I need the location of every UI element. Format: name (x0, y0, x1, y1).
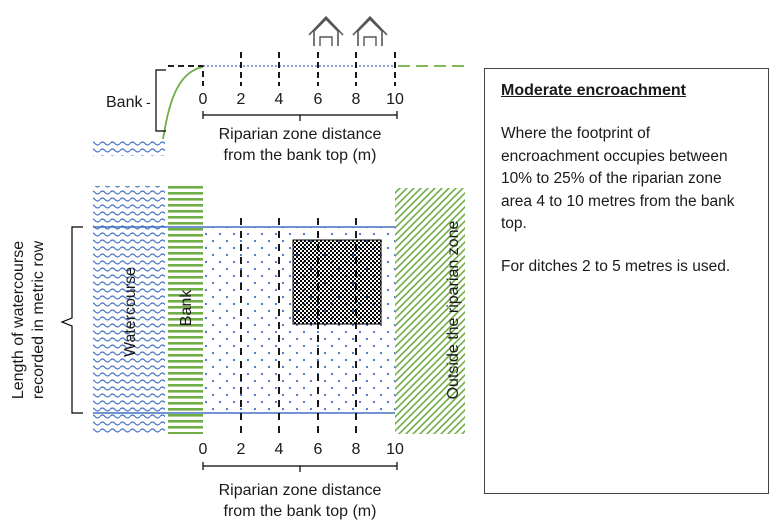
panel-paragraph-2: For ditches 2 to 5 metres is used. (501, 257, 731, 275)
riparian-diagram: Bank - 0 2 4 6 8 10 Riparian zone distance fr… (10, 15, 468, 520)
length-label-line1: Length of watercourse (10, 241, 27, 399)
bottom-tick-label: 2 (237, 441, 246, 458)
top-tick-label: 8 (352, 91, 361, 108)
top-tick-label: 4 (275, 91, 284, 108)
bottom-axis-label-line1: Riparian zone distance (219, 482, 382, 499)
top-bank-label: Bank (106, 94, 143, 111)
bottom-axis-label-line2: from the bank top (m) (224, 503, 377, 520)
bank-label-dash: - (146, 94, 151, 110)
top-axis-label-line1: Riparian zone distance (219, 126, 382, 143)
top-water-strip (93, 141, 165, 156)
bank-profile-curve (162, 66, 204, 140)
watercourse-label: Watercourse (122, 267, 139, 357)
info-panel: Moderate encroachment Where the footprin… (484, 68, 769, 494)
house-icon (352, 15, 388, 46)
bottom-tick-label: 0 (199, 441, 208, 458)
top-tick-label: 0 (199, 91, 208, 108)
bank-bracket (155, 69, 166, 132)
bank-label: Bank (178, 289, 195, 326)
top-tick-label: 2 (237, 91, 246, 108)
panel-paragraph-1: Where the footprint of encroachment occu… (501, 125, 735, 232)
bottom-axis-ticks: 0 2 4 6 8 10 (199, 441, 404, 458)
length-bracket (60, 226, 83, 414)
plan-view: Length of watercourse recorded in metric… (10, 186, 465, 520)
top-axis-ticks: 0 2 4 6 8 10 (199, 52, 404, 108)
top-tick-label: 6 (314, 91, 323, 108)
house-icon (308, 15, 344, 46)
bottom-tick-label: 6 (314, 441, 323, 458)
outside-riparian-label: Outside the riparian zone (445, 221, 462, 400)
panel-title: Moderate encroachment (501, 82, 686, 99)
top-tick-label: 10 (386, 91, 404, 108)
encroachment-footprint (292, 239, 382, 325)
length-label-line2: recorded in metric row (30, 240, 47, 399)
top-cross-section: Bank - 0 2 4 6 8 10 Riparian zone distance fr… (93, 52, 468, 164)
top-axis-label-line2: from the bank top (m) (224, 147, 377, 164)
bottom-tick-label: 8 (352, 441, 361, 458)
outside-riparian-area (395, 188, 465, 434)
bottom-tick-label: 4 (275, 441, 284, 458)
plan-distance-lines (240, 218, 357, 438)
bottom-tick-label: 10 (386, 441, 404, 458)
